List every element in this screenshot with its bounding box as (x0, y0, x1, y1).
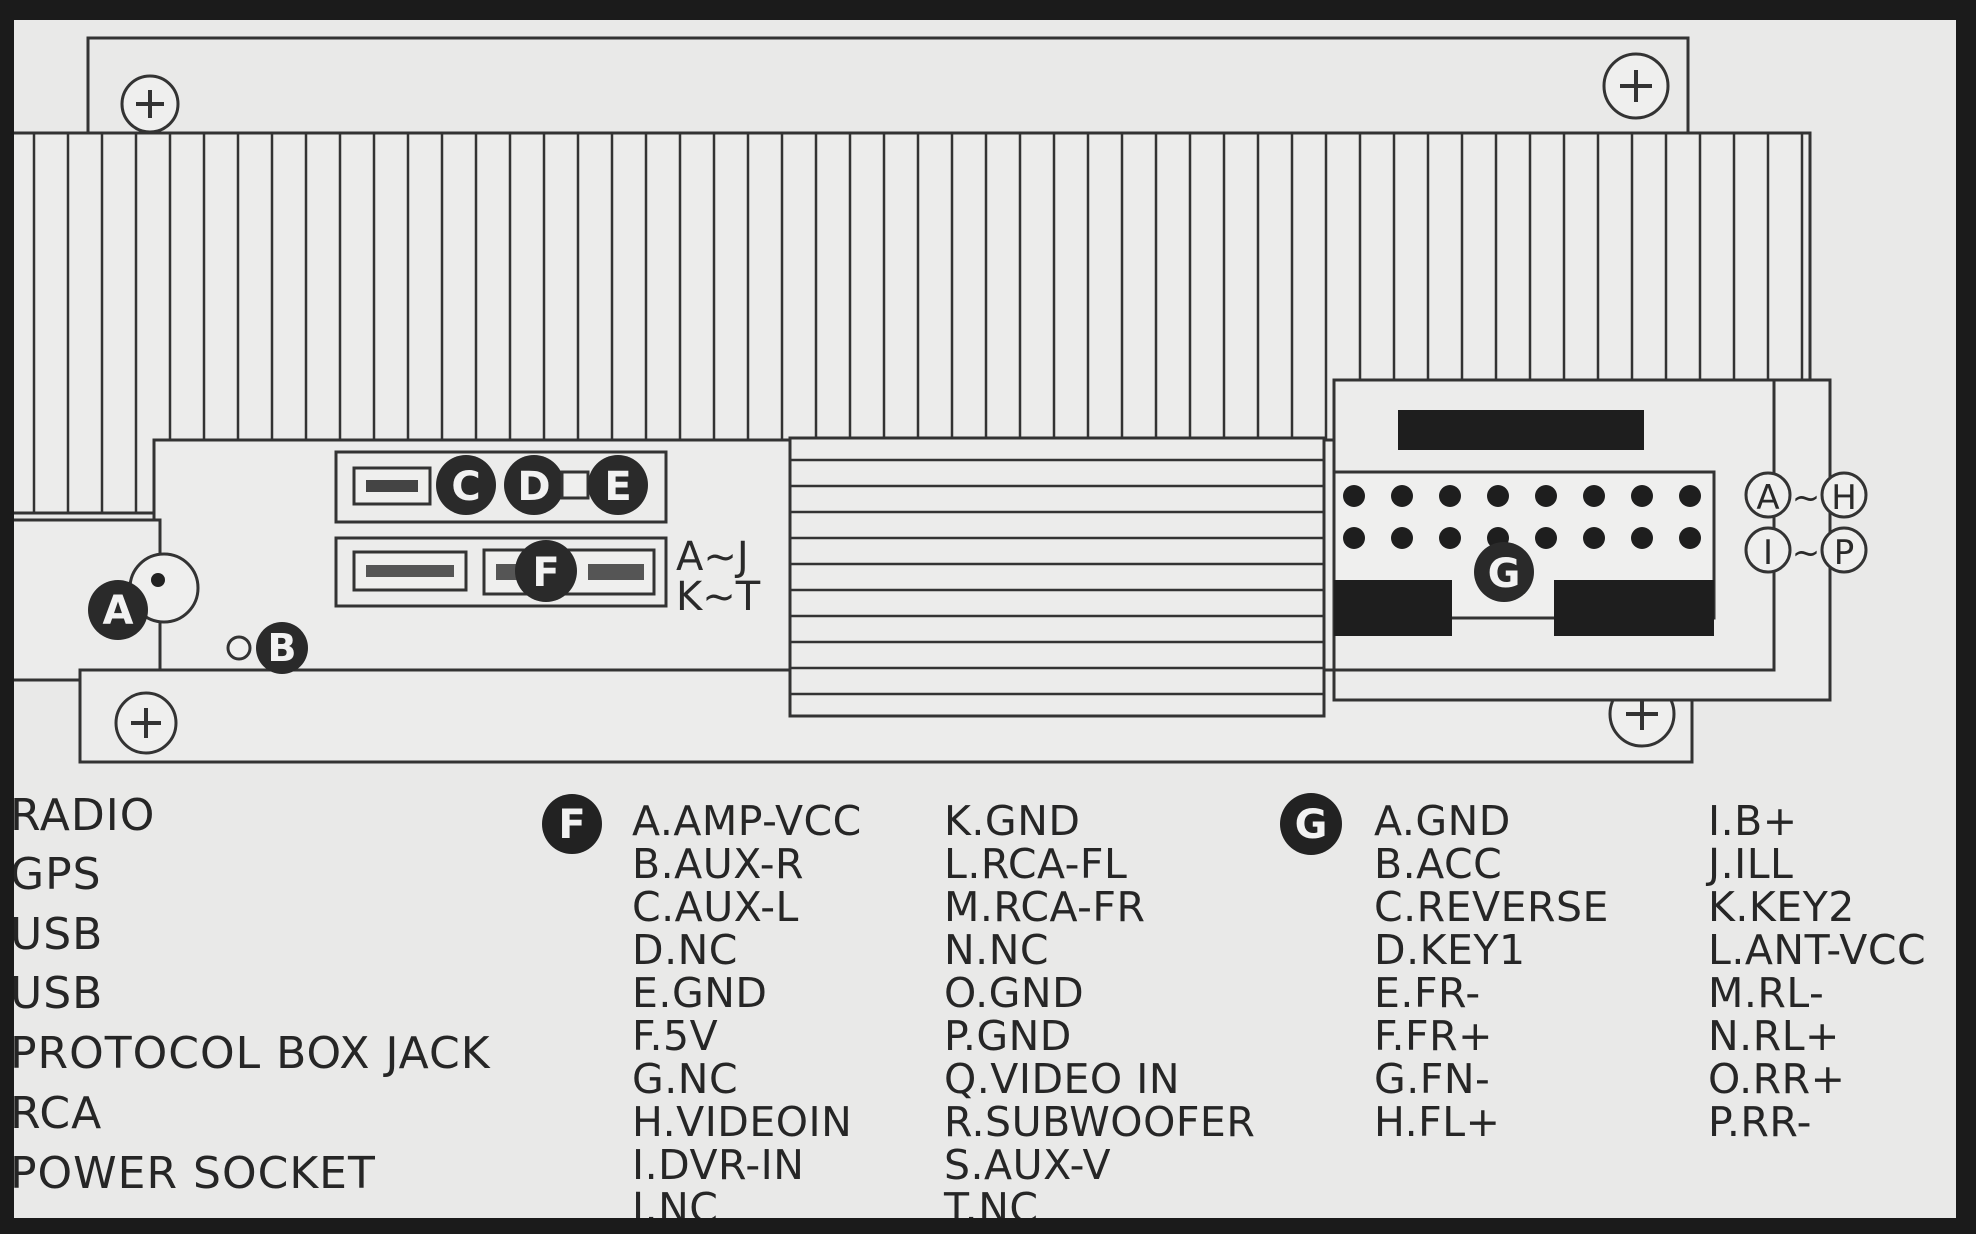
pin-label: N.RL+ (1708, 1012, 1840, 1060)
pin-label: E.GND (632, 969, 768, 1017)
socket-pin (1631, 527, 1653, 549)
center-vent-lines (790, 458, 1324, 696)
badge-e (588, 455, 648, 515)
legend-item: POWER SOCKET (14, 1148, 376, 1199)
socket-pin (1679, 485, 1701, 507)
socket-pin (1391, 527, 1413, 549)
head-unit-rear-panel: A B C D E F A~J K~T G (14, 36, 1868, 764)
pin-label: A.GND (1374, 797, 1511, 845)
pin-label: E.FR- (1374, 969, 1481, 1017)
pin-label: F.FR+ (1374, 1012, 1493, 1060)
legend-item: PROTOCOL BOX JACK (14, 1028, 491, 1079)
socket-pin (1535, 485, 1557, 507)
g-row1-sep: ~ (1792, 478, 1821, 518)
pin-label: L.ANT-VCC (1708, 926, 1927, 974)
badge-d-text: D (517, 464, 550, 510)
socket-pin (1631, 485, 1653, 507)
screw-icon (1602, 52, 1670, 120)
f-range-top: A~J (676, 534, 749, 580)
socket-pin (1679, 527, 1701, 549)
pin-label: J.NC (632, 1184, 719, 1218)
screw-icon (120, 74, 180, 134)
pin-label: G.NC (632, 1055, 739, 1103)
pin-label: M.RL- (1708, 969, 1825, 1017)
pin-label: I.DVR-IN (632, 1141, 805, 1189)
socket-pin (1343, 527, 1365, 549)
socket-pin (1439, 527, 1461, 549)
pin-label: T.NC (944, 1184, 1039, 1218)
pin-label: G.FN- (1374, 1055, 1491, 1103)
pin-label: D.KEY1 (1374, 926, 1526, 974)
pin-label: H.VIDEOIN (632, 1098, 853, 1146)
pin-label: Q.VIDEO IN (944, 1055, 1180, 1103)
g-row2-sep: ~ (1792, 533, 1821, 573)
socket-pin (1343, 485, 1365, 507)
badge-c (436, 455, 496, 515)
pin-label: A.AMP-VCC (632, 797, 862, 845)
legend-item: USB (14, 968, 104, 1019)
pin-label: O.RR+ (1708, 1055, 1846, 1103)
pin-label: I.B+ (1708, 797, 1798, 845)
pin-label: L.RCA-FL (944, 840, 1128, 888)
socket-pin (1391, 485, 1413, 507)
g-row2-start: I (1763, 533, 1773, 573)
badge-f-text: F (532, 550, 559, 596)
pin-label: F.5V (632, 1012, 719, 1060)
g-row2-end: P (1834, 533, 1855, 573)
legend-item: RCA (14, 1088, 103, 1139)
pin-label: B.AUX-R (632, 840, 805, 888)
screw-icon (114, 691, 178, 755)
pin-label: C.AUX-L (632, 883, 799, 931)
g-row1-start: A (1756, 478, 1779, 518)
pin-label: K.KEY2 (1708, 883, 1855, 931)
pin-label: H.FL+ (1374, 1098, 1501, 1146)
pin-label: P.RR- (1708, 1098, 1812, 1146)
badge-g (1474, 542, 1534, 602)
badge-a (88, 580, 148, 640)
pin-label: M.RCA-FR (944, 883, 1146, 931)
badge-d (504, 455, 564, 515)
socket-pin (1439, 485, 1461, 507)
badge-b-text: B (268, 626, 297, 670)
socket-pin (1487, 485, 1509, 507)
pin-label: K.GND (944, 797, 1081, 845)
pin-label: D.NC (632, 926, 738, 974)
pin-label: R.SUBWOOFER (944, 1098, 1256, 1146)
badge-g-text: G (1488, 551, 1521, 597)
center-vent (788, 436, 1326, 718)
badge-c-text: C (451, 464, 480, 510)
legend-item: RADIO (14, 790, 156, 841)
socket-pin (1583, 527, 1605, 549)
pin-label: N.NC (944, 926, 1050, 974)
socket-pin (1535, 527, 1557, 549)
pin-label: O.GND (944, 969, 1085, 1017)
badge-f (515, 540, 577, 602)
diagram-sheet: A B C D E F A~J K~T G (14, 20, 1956, 1218)
socket-pin (1583, 485, 1605, 507)
svg-text:F: F (558, 802, 585, 848)
badge-a-text: A (103, 588, 134, 634)
pin-label: B.ACC (1374, 840, 1503, 888)
f-range-bottom: K~T (676, 574, 761, 620)
pin-label: C.REVERSE (1374, 883, 1609, 931)
svg-text:G: G (1295, 802, 1328, 848)
badge-e-text: E (604, 464, 631, 510)
power-socket-pins (1343, 485, 1701, 549)
badge-g-legend: G (1280, 793, 1342, 855)
badge-f-legend: F (542, 794, 602, 854)
legend-item: GPS (14, 849, 102, 900)
pin-label: P.GND (944, 1012, 1072, 1060)
legend-item: USB (14, 909, 104, 960)
pin-label: S.AUX-V (944, 1141, 1112, 1189)
badge-b (256, 622, 308, 674)
pin-label: J.ILL (1708, 840, 1794, 888)
g-row1-end: H (1831, 478, 1857, 518)
